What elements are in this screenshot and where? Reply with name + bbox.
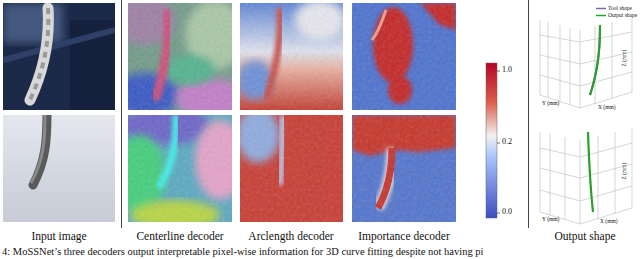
illustration-part	[590, 25, 600, 95]
illustration-part	[497, 213, 500, 214]
illustration-part	[548, 22, 612, 104]
column-label: Input image	[31, 230, 86, 243]
arclength-map	[240, 3, 343, 110]
illustration-part	[486, 63, 497, 218]
illustration-part	[590, 25, 600, 95]
figure-caption: 4: MoSSNet’s three decoders output inter…	[2, 246, 483, 258]
illustration-part	[352, 115, 456, 222]
illustration-part	[352, 115, 456, 222]
illustration-part	[497, 143, 500, 144]
colorbar-tick: 0.0	[502, 208, 512, 217]
importance-map	[352, 3, 456, 110]
illustration-part	[240, 3, 343, 110]
plot-3d	[540, 18, 632, 108]
illustration-part	[3, 3, 63, 43]
column-label: Arclength decoder	[248, 230, 333, 243]
illustration-part	[128, 115, 232, 222]
illustration-part	[30, 8, 48, 100]
illustration-part	[540, 18, 632, 95]
illustration-part	[550, 132, 615, 219]
legend-sample	[596, 8, 606, 10]
illustration-part	[497, 71, 500, 72]
column-label: Output shape	[554, 230, 615, 243]
illustration-part	[121, 0, 122, 228]
illustration-part	[128, 115, 232, 222]
illustration-part	[128, 3, 232, 110]
illustration-part	[540, 32, 632, 86]
illustration-part	[540, 208, 632, 224]
colorbar-tick: 0.2	[502, 138, 512, 147]
input-render	[3, 115, 115, 222]
plot-3d	[540, 128, 632, 224]
illustration-part	[240, 3, 343, 110]
illustration-part	[240, 115, 343, 222]
illustration-part	[352, 3, 456, 110]
illustration-part	[3, 115, 115, 222]
axis-label: Z (mm)	[621, 50, 627, 67]
illustration-part	[540, 143, 632, 201]
illustration-part	[540, 128, 632, 212]
axis-label: Z (mm)	[621, 163, 627, 180]
arclength-map	[240, 115, 343, 222]
colorbar-tick: 1.0	[502, 66, 512, 75]
illustration-part	[540, 92, 632, 108]
axis-label: X (mm)	[600, 218, 618, 224]
illustration-part	[352, 3, 456, 110]
input-photo	[3, 3, 115, 110]
legend-text: Tool shape	[608, 5, 632, 11]
axis-label: X (mm)	[598, 104, 616, 110]
illustration-part	[30, 8, 48, 100]
centerline-map	[128, 3, 232, 110]
importance-map	[352, 115, 456, 222]
illustration-part	[128, 3, 232, 110]
illustration-part	[528, 0, 529, 228]
axis-label: Y (mm)	[542, 216, 559, 222]
illustration-part	[580, 140, 581, 224]
column-label: Importance decoder	[358, 230, 450, 243]
illustration-part	[588, 132, 593, 212]
axis-label: Y (mm)	[542, 100, 559, 106]
illustration-part	[3, 3, 115, 110]
centerline-map	[128, 115, 232, 222]
legend-sample	[596, 15, 606, 17]
legend-text: Output shape	[608, 12, 637, 18]
illustration-part	[240, 115, 343, 222]
illustration-part	[3, 30, 115, 60]
illustration-part	[31, 115, 45, 183]
column-label: Centerline decoder	[136, 230, 223, 243]
